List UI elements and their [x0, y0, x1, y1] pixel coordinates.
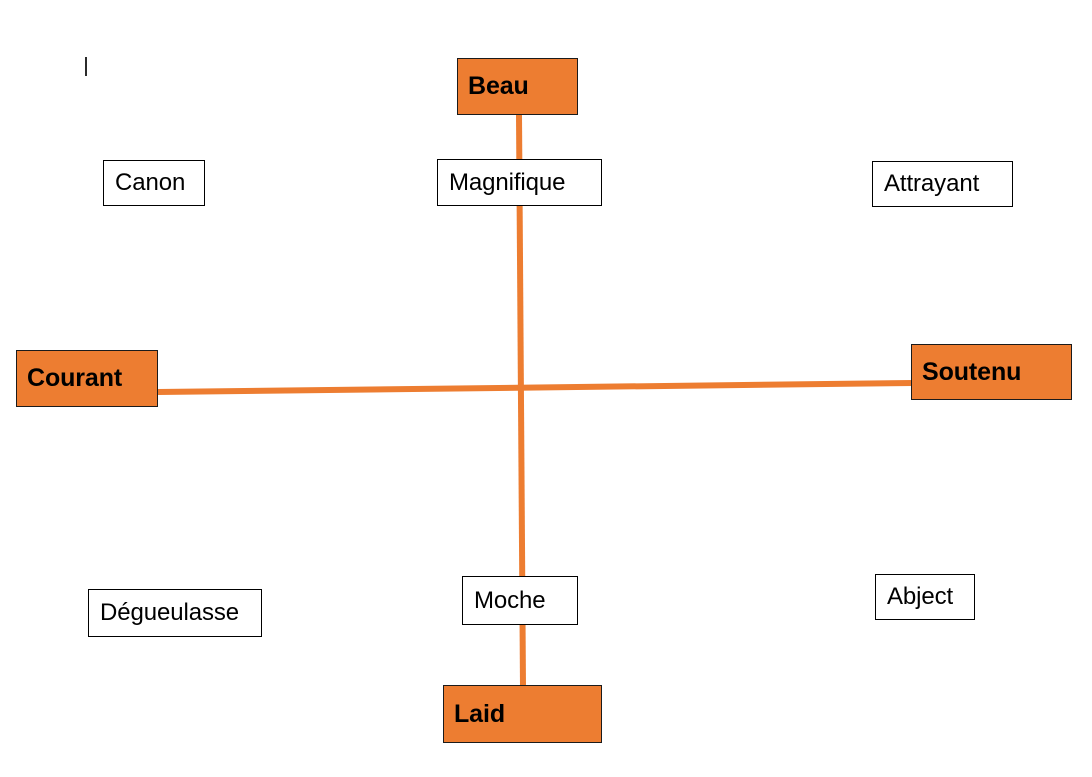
term-label-degueulasse: Dégueulasse [100, 599, 239, 627]
term-box-attrayant[interactable]: Attrayant [872, 161, 1013, 207]
term-box-degueulasse[interactable]: Dégueulasse [88, 589, 262, 637]
pole-box-soutenu[interactable]: Soutenu [911, 344, 1072, 400]
term-label-canon: Canon [115, 169, 186, 197]
text-insertion-caret[interactable] [85, 57, 87, 76]
pole-box-laid[interactable]: Laid [443, 685, 602, 743]
term-box-moche[interactable]: Moche [462, 576, 578, 625]
pole-label-beau: Beau [468, 72, 529, 101]
term-label-attrayant: Attrayant [884, 170, 980, 198]
term-box-magnifique[interactable]: Magnifique [437, 159, 602, 206]
pole-box-courant[interactable]: Courant [16, 350, 158, 407]
term-box-abject[interactable]: Abject [875, 574, 975, 620]
term-label-abject: Abject [887, 583, 954, 611]
axis-line-horizontal [157, 380, 914, 395]
pole-label-soutenu: Soutenu [922, 357, 1022, 386]
pole-box-beau[interactable]: Beau [457, 58, 578, 115]
term-box-canon[interactable]: Canon [103, 160, 205, 206]
pole-label-courant: Courant [27, 364, 123, 393]
pole-label-laid: Laid [454, 699, 505, 728]
term-label-moche: Moche [474, 586, 546, 614]
term-label-magnifique: Magnifique [449, 168, 566, 196]
